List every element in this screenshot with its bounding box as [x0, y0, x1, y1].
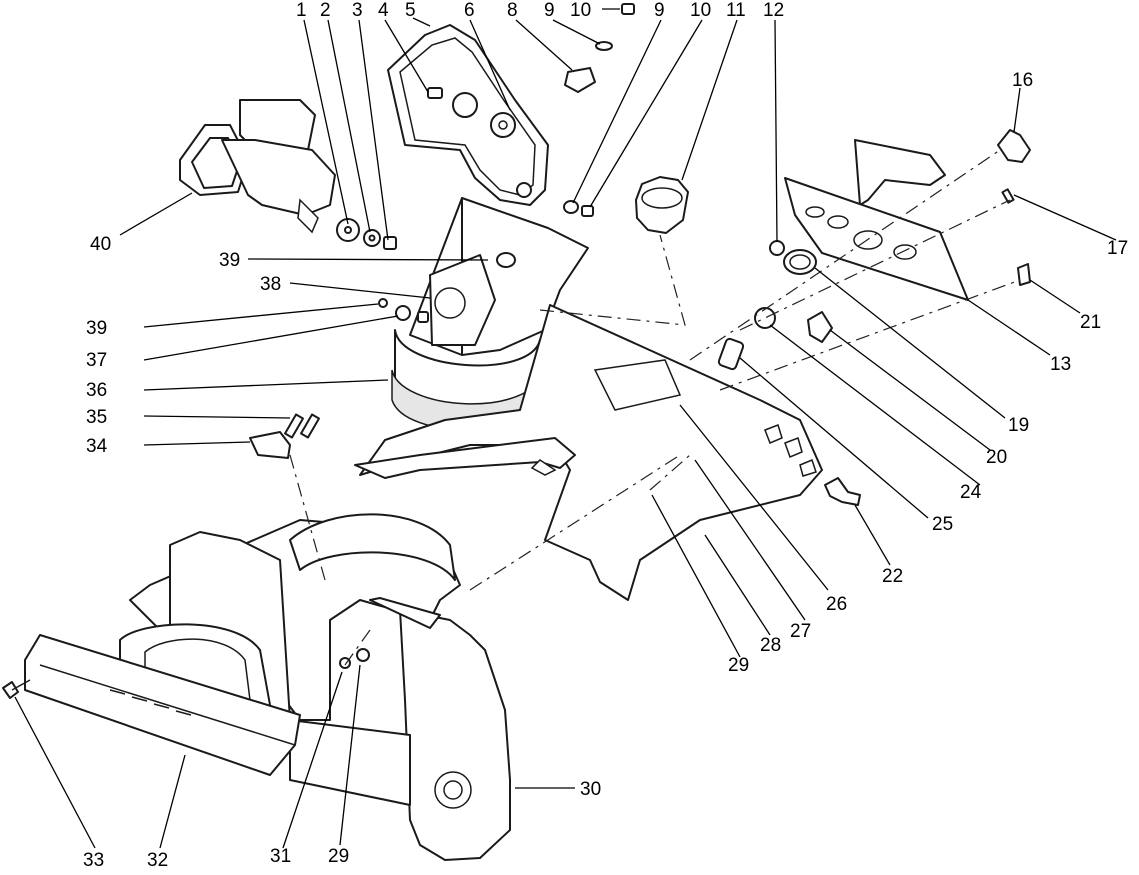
chute-control-bracket	[387, 24, 549, 206]
callout-25: 25	[932, 514, 953, 535]
upper-housing-shroud	[354, 304, 823, 601]
cap	[635, 176, 689, 234]
chute-rotator-base	[378, 197, 589, 431]
callout-5: 5	[405, 0, 416, 21]
callout-36: 36	[86, 380, 107, 401]
callout-6: 6	[464, 0, 475, 21]
callout-20: 20	[986, 447, 1007, 468]
callout-29b: 29	[328, 846, 349, 867]
callout-32: 32	[147, 850, 168, 871]
switch-components	[717, 240, 833, 371]
callout-12: 12	[763, 0, 784, 21]
callout-39a: 39	[219, 250, 240, 271]
callout-38: 38	[260, 274, 281, 295]
carriage-bolt	[2, 679, 31, 699]
callout-31: 31	[270, 846, 291, 867]
callout-3: 3	[352, 0, 363, 21]
callout-16: 16	[1012, 70, 1033, 91]
washer-nut-pair	[563, 200, 594, 217]
callout-40: 40	[90, 234, 111, 255]
callout-8: 8	[507, 0, 518, 21]
leader-lines	[14, 8, 1117, 849]
callout-27: 27	[790, 621, 811, 642]
scraper-bar	[24, 634, 301, 776]
callout-24: 24	[960, 482, 982, 503]
callout-labels: 1 2 3 4 5 6 8 9 10 9 10 11 12 16 17 21 1…	[83, 0, 1128, 871]
callout-34: 34	[86, 436, 108, 457]
callout-28: 28	[760, 635, 781, 656]
spring-clip	[249, 413, 320, 459]
callout-9a: 9	[544, 0, 555, 21]
callout-4: 4	[378, 0, 389, 21]
callout-19: 19	[1008, 415, 1029, 436]
callout-26: 26	[826, 594, 847, 615]
callout-1: 1	[296, 0, 307, 21]
callout-39b: 39	[86, 318, 107, 339]
callout-37: 37	[86, 350, 107, 371]
callout-10b: 10	[690, 0, 711, 21]
panel-hardware	[1001, 188, 1031, 286]
callout-29a: 29	[728, 655, 749, 676]
callout-22: 22	[882, 566, 903, 587]
callout-10a: 10	[570, 0, 591, 21]
handle-knob	[997, 129, 1031, 163]
callout-17: 17	[1107, 238, 1128, 259]
chute-deflector	[179, 99, 336, 234]
callout-30: 30	[580, 779, 601, 800]
callout-11: 11	[726, 0, 746, 21]
callout-13: 13	[1050, 354, 1071, 375]
knob-hardware	[564, 3, 635, 93]
assembly-lines	[289, 149, 1021, 666]
callout-21: 21	[1080, 312, 1101, 333]
callout-9b: 9	[654, 0, 665, 21]
control-panel	[784, 139, 969, 301]
callout-35: 35	[86, 407, 107, 428]
callout-2: 2	[320, 0, 331, 21]
callout-33: 33	[83, 850, 104, 871]
washer-stack	[336, 218, 397, 250]
